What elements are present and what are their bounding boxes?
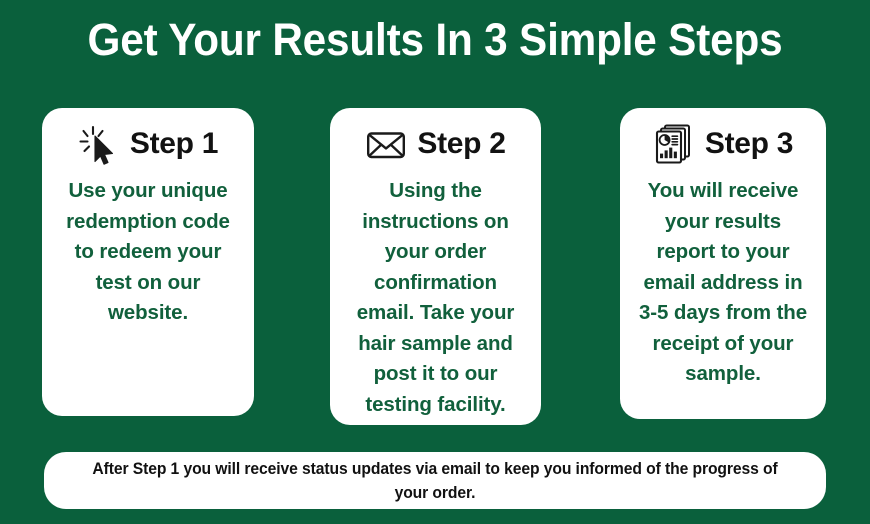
step-card-3-body: You will receive your results report to … — [638, 179, 808, 385]
step-card-2-header: Step 2 — [340, 121, 531, 167]
step-card-1-heading: Step 1 — [129, 127, 219, 160]
step-card-3: Step 3 You will receive your results rep… — [620, 108, 826, 419]
envelope-icon — [365, 123, 407, 165]
step-card-1-header: Step 1 — [52, 121, 244, 167]
page-title: Get Your Results In 3 Simple Steps — [87, 14, 783, 65]
step-card-2: Step 2 Using the instructions on your or… — [330, 108, 541, 425]
step-card-3-heading: Step 3 — [704, 127, 794, 160]
step-card-1: Step 1 Use your unique redemption code t… — [42, 108, 254, 416]
step-card-3-header: Step 3 — [630, 121, 816, 167]
footer-notice-text: After Step 1 you will receive status upd… — [92, 459, 778, 502]
step-card-2-body: Using the instructions on your order con… — [356, 179, 515, 416]
click-cursor-icon — [78, 123, 120, 165]
report-document-icon — [653, 123, 695, 165]
step-card-2-heading: Step 2 — [417, 127, 506, 160]
footer-notice-banner: After Step 1 you will receive status upd… — [44, 452, 826, 509]
step-card-1-body: Use your unique redemption code to redee… — [66, 179, 230, 324]
